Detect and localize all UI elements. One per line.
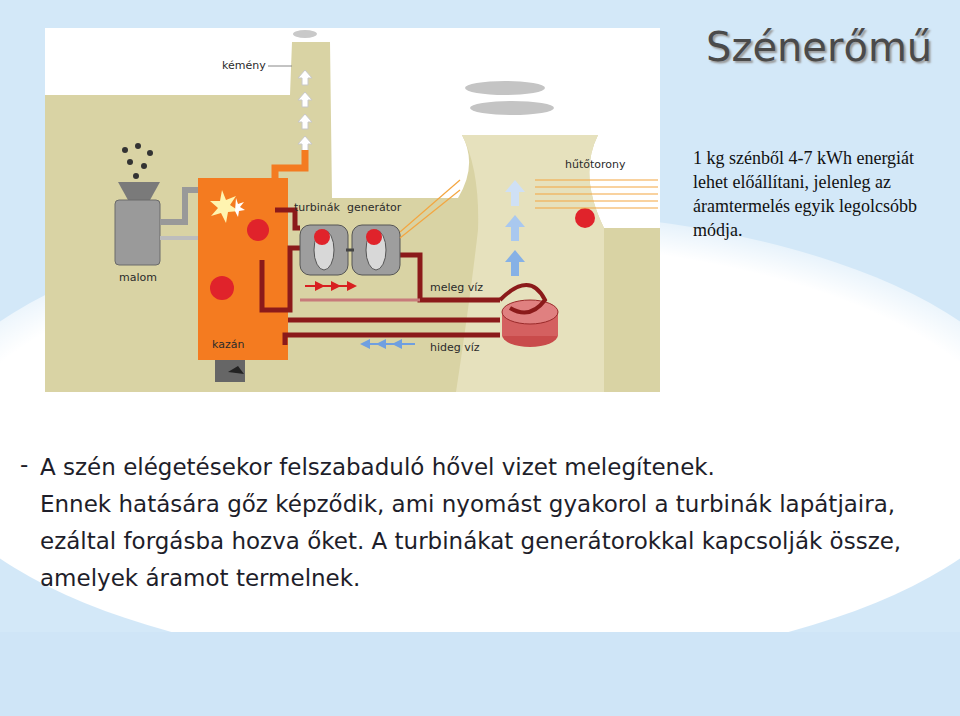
- part-label: hűtőtorony: [565, 158, 626, 171]
- part-label: hideg víz: [430, 341, 480, 354]
- part-label: turbinák: [294, 201, 340, 214]
- part-label: meleg víz: [430, 281, 483, 294]
- body-text: A szén elégetésekor felszabaduló hővel v…: [40, 449, 940, 486]
- part-label: kazán: [212, 338, 244, 351]
- bullet-mark: -: [20, 446, 28, 483]
- part-label: malom: [119, 271, 157, 284]
- side-note: 1 kg szénből 4-7 kWh energiát lehet előá…: [693, 146, 933, 242]
- part-label: generátor: [347, 201, 401, 214]
- slide-title: Szénerőmű: [706, 24, 932, 70]
- part-label: kémény: [222, 59, 266, 72]
- body-text: Ennek hatására gőz képződik, ami nyomást…: [40, 486, 940, 597]
